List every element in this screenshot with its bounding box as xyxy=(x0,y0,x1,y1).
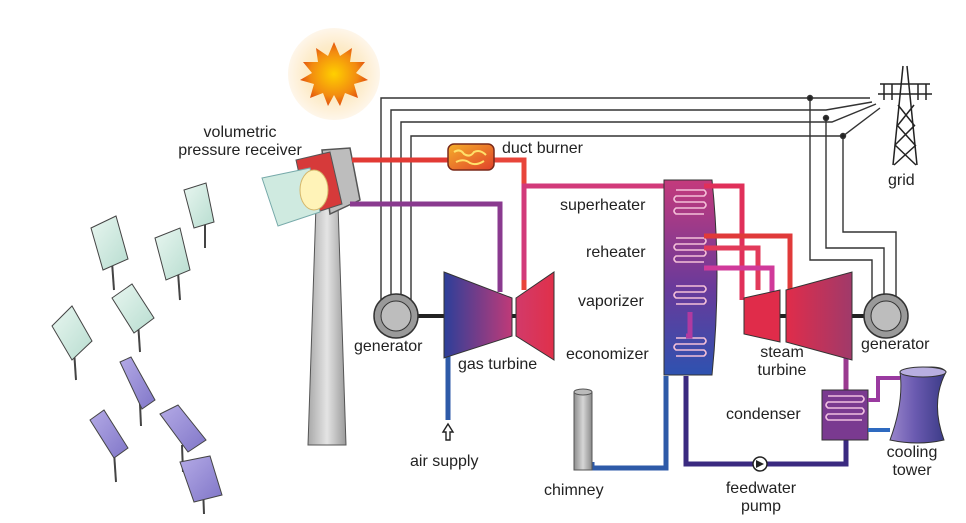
label-air-supply: air supply xyxy=(410,453,479,470)
steam-turbine xyxy=(743,271,853,361)
condenser xyxy=(821,376,900,441)
sun-icon xyxy=(288,28,380,120)
duct-burner xyxy=(447,143,495,171)
air-supply-pipe xyxy=(441,346,455,441)
generator-right xyxy=(863,293,909,339)
label-generator-right: generator xyxy=(861,336,930,353)
label-cooling: cooling xyxy=(886,444,938,461)
hrsg-column xyxy=(663,179,718,376)
generator-left xyxy=(373,293,419,339)
label-feedwater: feedwater xyxy=(725,480,797,497)
heliostat-icon xyxy=(111,283,155,353)
cooling-tower-icon xyxy=(889,366,947,444)
label-gas-turbine: gas turbine xyxy=(458,356,538,373)
label-tower: tower xyxy=(892,462,932,479)
volumetric-receiver xyxy=(261,147,361,227)
heliostat-field xyxy=(51,182,223,515)
grid-wiring xyxy=(380,94,897,305)
heliostat-icon xyxy=(90,215,129,291)
solar-tower xyxy=(307,204,347,446)
label-condenser: condenser xyxy=(726,406,801,423)
label-vaporizer: vaporizer xyxy=(578,293,644,310)
label-generator-left: generator xyxy=(354,338,423,355)
hot-air-pipes xyxy=(350,157,664,292)
label-reheater: reheater xyxy=(586,244,646,261)
heliostat-icon xyxy=(183,182,215,248)
label-pump: pump xyxy=(740,498,782,515)
label-chimney: chimney xyxy=(544,482,604,499)
label-volumetric: volumetric xyxy=(203,124,277,141)
label-duct-burner: duct burner xyxy=(502,140,583,157)
transmission-tower-icon xyxy=(878,65,932,166)
pump-icon xyxy=(752,456,768,472)
chimney xyxy=(573,388,593,471)
heliostat-icon xyxy=(179,455,223,515)
gas-turbine xyxy=(443,271,555,361)
heliostat-icon xyxy=(119,356,156,427)
label-pressure-receiver: pressure receiver xyxy=(178,142,302,159)
label-grid: grid xyxy=(888,172,915,189)
heliostat-icon xyxy=(51,305,93,381)
label-economizer: economizer xyxy=(566,346,649,363)
label-superheater: superheater xyxy=(560,197,646,214)
heliostat-icon xyxy=(154,227,191,301)
label-turbine: turbine xyxy=(757,362,807,379)
heliostat-icon xyxy=(89,409,129,483)
label-steam: steam xyxy=(760,344,804,361)
